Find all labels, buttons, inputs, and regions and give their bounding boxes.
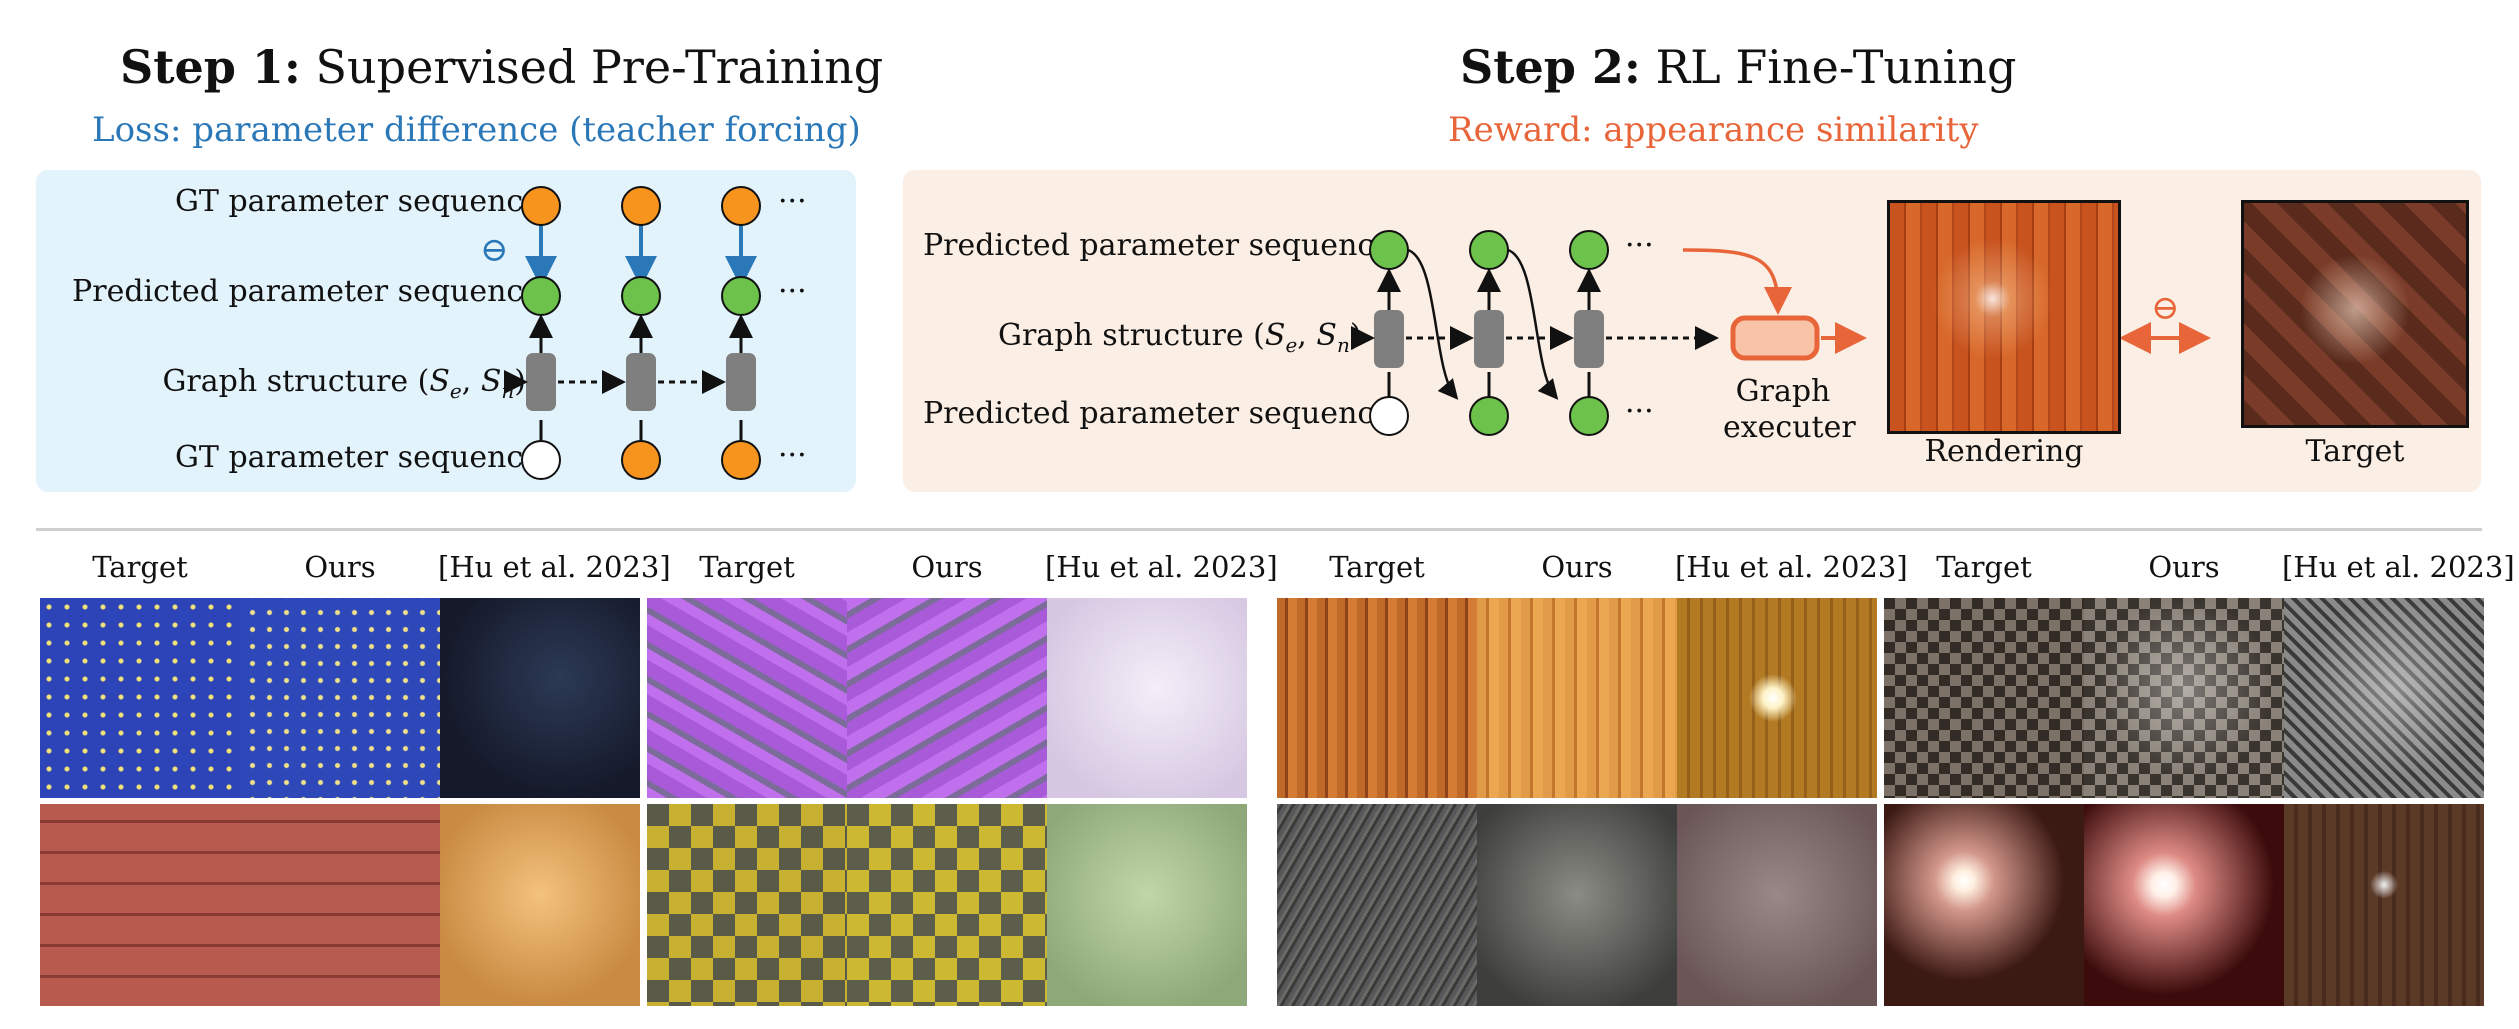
texture-target-wood — [1277, 598, 1477, 798]
step2-column-2 — [1469, 230, 1559, 436]
graph-structure-label-2: Graph structure (Se, Sn) — [998, 318, 1362, 357]
texture-hu-brown — [2284, 804, 2484, 1006]
header-target-1: Target — [92, 550, 188, 584]
texture-target-purple — [647, 598, 847, 798]
texture-target-red-brick — [40, 804, 240, 1006]
graph-executer-label-1: Graph — [1735, 374, 1831, 409]
header-target-3: Target — [1329, 550, 1425, 584]
texture-hu-wood — [1677, 598, 1877, 798]
header-target-4: Target — [1936, 550, 2032, 584]
predicted-sequence-label: Predicted parameter sequence — [72, 274, 541, 309]
ellipsis-1: ··· — [778, 184, 807, 219]
step2-column-1 — [1369, 230, 1459, 436]
step1-diagram — [504, 186, 761, 480]
rendering-label: Rendering — [1924, 434, 2084, 469]
texture-target-dark-highlight — [1884, 804, 2084, 1006]
step1-panel: GT parameter sequence Predicted paramete… — [36, 170, 856, 492]
header-target-2: Target — [699, 550, 795, 584]
texture-ours-gray — [1477, 804, 1677, 1006]
step1-column-2 — [621, 186, 661, 480]
step2-diagram — [1351, 230, 2211, 436]
texture-target-blue-pattern — [40, 598, 240, 798]
gt-sequence-top-label: GT parameter sequence — [174, 184, 541, 219]
step2-title: Step 2: RL Fine-Tuning — [1460, 40, 2017, 94]
header-hu-3: [Hu et al. 2023] — [1675, 550, 1908, 584]
start-node — [521, 440, 561, 480]
texture-ours-purple — [847, 598, 1047, 798]
predicted-sequence-top-label: Predicted parameter sequence — [923, 228, 1392, 263]
graph-node — [526, 353, 556, 411]
step1-subtitle: Loss: parameter difference (teacher forc… — [92, 110, 861, 150]
step1-column-1 — [521, 186, 561, 480]
texture-hu-green — [1047, 804, 1247, 1006]
header-ours-3: Ours — [1541, 550, 1613, 584]
header-ours-4: Ours — [2148, 550, 2220, 584]
header-hu-4: [Hu et al. 2023] — [2282, 550, 2515, 584]
target-image — [2241, 200, 2469, 428]
texture-hu-dark-pattern — [440, 598, 640, 798]
predicted-node — [521, 276, 561, 316]
texture-hu-light-purple — [1047, 598, 1247, 798]
target-label: Target — [2305, 434, 2405, 469]
texture-hu-tan-tiles — [440, 804, 640, 1006]
header-ours-1: Ours — [304, 550, 376, 584]
step1-column-3 — [721, 186, 761, 480]
ellipsis-4: ··· — [1625, 228, 1654, 263]
texture-ours-blue-pattern — [240, 598, 440, 798]
predicted-sequence-bottom-label: Predicted parameter sequence — [923, 396, 1392, 431]
minus-icon-2: ⊖ — [2151, 288, 2180, 328]
texture-target-yellow-checker — [647, 804, 847, 1006]
section-divider — [36, 528, 2482, 531]
texture-target-gray — [1277, 804, 1477, 1006]
ellipsis-3: ··· — [778, 438, 807, 473]
texture-target-woven — [1884, 598, 2084, 798]
texture-ours-yellow-checker — [847, 804, 1047, 1006]
texture-hu-woven — [2284, 598, 2484, 798]
ellipsis-2: ··· — [778, 274, 807, 309]
texture-ours-wood — [1477, 598, 1677, 798]
step2-column-3 — [1569, 230, 1609, 436]
gt-sequence-bottom-label: GT parameter sequence — [174, 440, 541, 475]
graph-executer-label-2: executer — [1723, 410, 1856, 445]
gt-node — [521, 186, 561, 226]
graph-executer-box — [1730, 315, 1820, 361]
texture-ours-dark-highlight — [2084, 804, 2284, 1006]
header-ours-2: Ours — [911, 550, 983, 584]
step2-subtitle: Reward: appearance similarity — [1448, 110, 1979, 150]
rendering-image — [1887, 200, 2121, 434]
texture-ours-woven — [2084, 598, 2284, 798]
ellipsis-5: ··· — [1625, 394, 1654, 429]
texture-hu-gray-red — [1677, 804, 1877, 1006]
step2-panel: Predicted parameter sequence Graph struc… — [903, 170, 2481, 492]
header-hu-1: [Hu et al. 2023] — [438, 550, 671, 584]
texture-ours-red-brick — [240, 804, 440, 1006]
minus-icon: ⊖ — [480, 230, 509, 270]
step1-title: Step 1: Supervised Pre-Training — [120, 40, 884, 94]
header-hu-2: [Hu et al. 2023] — [1045, 550, 1278, 584]
